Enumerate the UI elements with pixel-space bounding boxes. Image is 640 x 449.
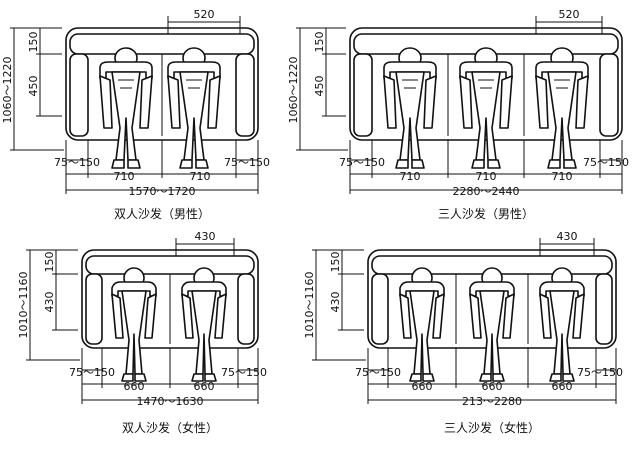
seated-female-figure [181,267,227,382]
panel-caption: 双人沙发（男性） [114,206,210,221]
arm-right-label: 75～150 [583,156,629,169]
panel-two-seat-female: 430 1010～1160 150 430 75～150 75～150 660 … [17,230,267,435]
seat-left-label: 660 [412,380,433,393]
sofa-backrest [69,33,255,55]
overall-width-label: 1470～1630 [137,395,204,408]
seat-depth-label: 430 [329,292,342,313]
seat-right-label: 710 [190,170,211,183]
sofa-backrest [85,255,255,275]
seat-mid-label: 660 [482,380,503,393]
overall-depth-label: 1060～1220 [1,57,14,124]
seat-right-label: 710 [552,170,573,183]
sofa-armrest-left [85,273,103,345]
panel-caption: 三人沙发（男性） [438,206,534,221]
arm-right-label: 75～150 [224,156,270,169]
arm-left-label: 75～150 [355,366,401,379]
seat-mid-label: 710 [476,170,497,183]
seat-left-label: 710 [400,170,421,183]
overall-width-label: 213～2280 [462,395,522,408]
overall-width-label: 1570～1720 [129,185,196,198]
arm-right-label: 75～150 [221,366,267,379]
seat-left-label: 660 [124,380,145,393]
seat-depth-label: 450 [313,76,326,97]
sofa-armrest-right [595,273,613,345]
overall-depth-label: 1010～1160 [303,272,316,339]
seated-male-figure [167,47,221,169]
seat-width-label: 520 [559,8,580,21]
seat-depth-label: 450 [27,76,40,97]
back-depth-label: 150 [313,32,326,53]
panel-caption: 双人沙发（女性） [122,420,218,435]
seated-female-figure [539,267,585,382]
seated-female-figure [399,267,445,382]
seated-male-figure [535,47,589,169]
sofa-armrest-left [371,273,389,345]
seated-male-figure [99,47,153,169]
arm-left-label: 75～150 [339,156,385,169]
seat-width-label: 430 [557,230,578,243]
back-depth-label: 150 [27,32,40,53]
seat-width-label: 430 [195,230,216,243]
overall-depth-label: 1060～1220 [287,57,300,124]
sofa-armrest-left [353,53,373,137]
seat-width-label: 520 [194,8,215,21]
sofa-armrest-right [237,273,255,345]
seat-depth-label: 430 [43,292,56,313]
back-depth-label: 150 [43,252,56,273]
sofa-armrest-right [599,53,619,137]
sofa-armrest-left [69,53,89,137]
seated-male-figure [459,47,513,169]
sofa-armrest-right [235,53,255,137]
panel-two-seat-male: 520 1060～1220 150 450 75～150 75～150 710 … [1,8,270,221]
overall-width-label: 2280～2440 [453,185,520,198]
arm-left-label: 75～150 [54,156,100,169]
panel-three-seat-female: 430 1010～1160 150 430 75～150 75～150 660 … [303,230,623,435]
arm-right-label: 75～150 [577,366,623,379]
overall-depth-label: 1010～1160 [17,272,30,339]
seat-right-label: 660 [552,380,573,393]
back-depth-label: 150 [329,252,342,273]
panel-caption: 三人沙发（女性） [444,420,540,435]
seat-left-label: 710 [114,170,135,183]
seated-female-figure [469,267,515,382]
seated-male-figure [383,47,437,169]
arm-left-label: 75～150 [69,366,115,379]
seated-female-figure [111,267,157,382]
panel-three-seat-male: 520 1060～1220 150 450 75～150 75～150 710 … [287,8,629,221]
seat-right-label: 660 [194,380,215,393]
